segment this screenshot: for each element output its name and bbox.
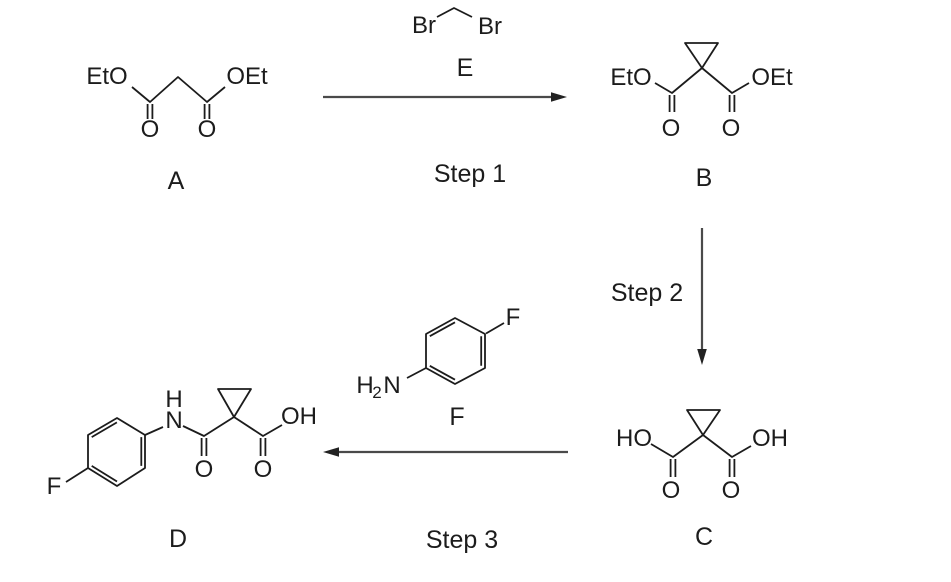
arrow-head-down [697,349,707,365]
amide-h-label: H [165,386,182,413]
step1-arrow: Step 1 [323,92,567,188]
compound-a-letter: A [168,167,185,195]
oxygen-left-label: O [662,115,681,142]
oxygen-left-label: O [662,477,681,504]
oxygen-right-label: O [198,116,217,143]
fluorine-label: F [47,473,62,500]
oxygen-right-label: O [254,456,273,483]
benzene-inner-double-bonds [429,321,483,381]
step2-arrow: Step 2 [611,228,707,365]
carbonyl-double-bonds [146,104,211,119]
step3-arrow: Step 3 [323,447,568,554]
oxygen-left-label: O [195,456,214,483]
cyclopropane-ring [686,409,721,436]
bond-skeleton [436,7,473,18]
cyclopropane-ring [217,388,252,418]
hydroxyl-right-label: OH [752,425,788,452]
oxygen-right-label: O [722,115,741,142]
bond-skeleton [650,434,752,458]
step3-label: Step 3 [426,526,498,554]
reagent-f: H 2 N F F [356,304,520,431]
ethoxy-right-label: OEt [226,63,268,90]
carbonyl-double-bonds [200,438,267,456]
bromine-right-label: Br [478,13,502,40]
carbonyl-double-bonds [668,95,736,112]
step2-label: Step 2 [611,279,683,307]
benzene-inner-double-bonds [91,421,143,483]
compound-d: F H N O O OH D [47,386,317,553]
ethoxy-left-label: EtO [86,63,127,90]
compound-b-letter: B [696,164,713,192]
substituent-bonds [406,322,505,379]
bond-skeleton [654,67,750,94]
compound-c-letter: C [695,523,713,551]
oxygen-left-label: O [141,116,160,143]
carbonyl-double-bonds [669,459,736,477]
cyclopropane-ring [684,42,719,69]
arrow-head-left [323,447,339,457]
compound-a: EtO OEt O O A [86,63,268,195]
hydroxyl-left-label: HO [616,425,652,452]
bond-skeleton [65,416,283,483]
reagent-f-letter: F [449,403,464,431]
amide-n-label: N [165,407,182,434]
reagent-e-letter: E [457,54,474,82]
bromine-left-label: Br [412,12,436,39]
arrow-head-right [551,92,567,102]
compound-c: HO OH O O C [616,409,788,551]
compound-d-letter: D [169,525,187,553]
ethoxy-left-label: EtO [610,64,651,91]
oxygen-right-label: O [722,477,741,504]
compound-b: EtO OEt O O B [610,42,793,192]
ethoxy-right-label: OEt [751,64,793,91]
amine-h-label: H [356,372,373,399]
step1-label: Step 1 [434,160,506,188]
amine-n-label: N [383,372,400,399]
fluorine-label: F [506,304,521,331]
benzene-ring [425,317,486,385]
hydroxyl-label: OH [281,403,317,430]
reagent-e: Br Br E [412,7,502,82]
bond-skeleton [131,76,226,103]
benzene-ring [87,417,146,487]
amine-subscript-2: 2 [372,383,381,402]
